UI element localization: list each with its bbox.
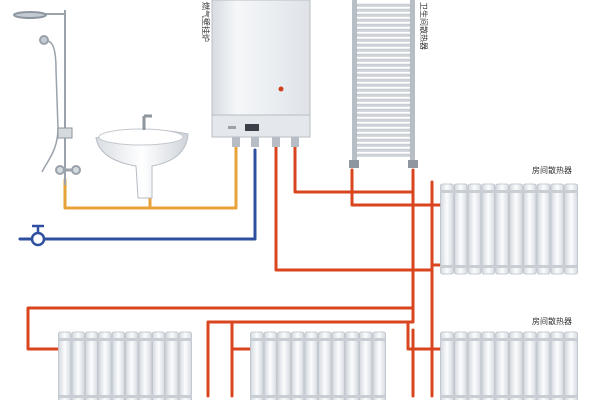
pipe-network [18, 143, 442, 398]
radiator-fin [58, 331, 72, 400]
boiler-label: 燃气壁挂炉 [201, 2, 211, 42]
heating-pipe-left-branch [26, 190, 415, 351]
radiator-fin [509, 183, 523, 275]
water-valve-icon [30, 224, 46, 247]
radiator-fin [304, 331, 318, 400]
radiator-fin [318, 331, 332, 400]
room-radiator-bottom-left [58, 331, 192, 400]
cold-water-pipe [18, 148, 257, 241]
radiator-fin [522, 183, 537, 275]
room-radiator-bottom-middle [250, 331, 386, 400]
room-radiator-top-right [440, 183, 578, 275]
radiator-fin [111, 331, 125, 400]
room-radiator-bottom-right [440, 331, 578, 400]
radiator-fin [277, 331, 291, 400]
room-radiator-label-2: 房间散热器 [532, 316, 572, 326]
radiator-fin [564, 183, 578, 275]
radiator-fin [495, 331, 509, 400]
wash-basin-icon [95, 114, 189, 199]
radiator-fin [550, 183, 565, 275]
radiator-fin [358, 331, 373, 400]
radiator-fin [440, 183, 454, 275]
radiator-fin [467, 331, 482, 400]
heating-pipe-right-branch [230, 320, 442, 398]
radiator-fin [509, 331, 523, 400]
radiator-fin [263, 331, 278, 400]
shower-icon [13, 10, 81, 185]
radiator-fin [536, 183, 551, 275]
radiator-fin [536, 331, 551, 400]
radiator-fin [372, 331, 386, 400]
heating-pipe-main [274, 143, 434, 398]
radiator-fin [250, 331, 264, 400]
radiator-fin [125, 331, 139, 400]
radiator-fin [453, 183, 468, 275]
radiator-fin [440, 331, 454, 400]
radiator-fin [151, 331, 166, 400]
radiator-fin [345, 331, 359, 400]
radiator-fin [481, 331, 496, 400]
heating-pipe-return [293, 143, 442, 207]
radiator-fin [98, 331, 112, 400]
radiator-fin [165, 331, 179, 400]
radiator-fin [331, 331, 346, 400]
radiator-fin [495, 183, 509, 275]
radiator-fin [138, 331, 152, 400]
wall-boiler-icon [211, 0, 311, 147]
radiator-fin [290, 331, 305, 400]
room-radiator-label-1: 房间散热器 [532, 165, 572, 175]
radiator-fin [71, 331, 85, 400]
radiator-fin [467, 183, 482, 275]
radiator-fin [550, 331, 565, 400]
radiator-fin [481, 183, 496, 275]
radiator-fin [522, 331, 537, 400]
radiator-fin [453, 331, 468, 400]
towel-radiator-icon [349, 0, 418, 168]
radiator-fin [564, 331, 578, 400]
towel-radiator-label: 卫生间散热器 [419, 2, 429, 50]
radiator-fin [84, 331, 99, 400]
radiator-fin [178, 331, 192, 400]
